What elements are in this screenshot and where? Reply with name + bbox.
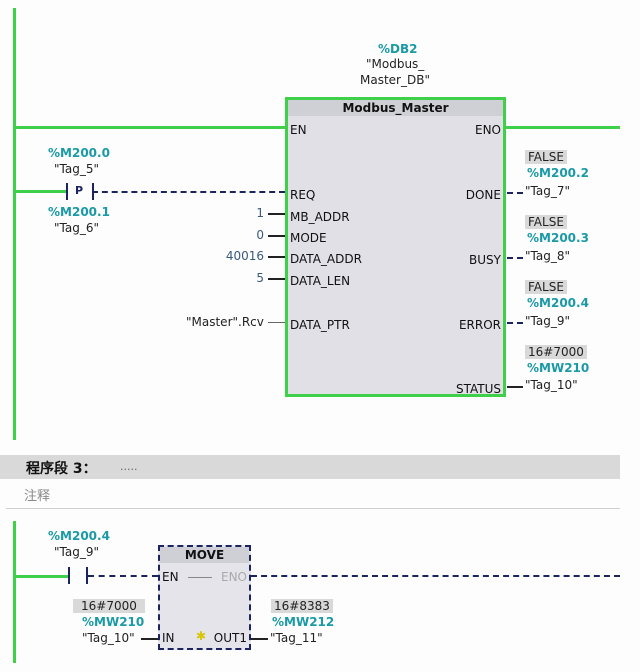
done-address: %M200.2 (527, 166, 589, 180)
move-out-wire (251, 638, 268, 640)
network3-title[interactable]: ..... (120, 460, 138, 473)
busy-address: %M200.3 (527, 231, 589, 245)
status-value: 16#7000 (525, 345, 587, 359)
pin-en: EN (290, 123, 307, 137)
pin-busy: BUSY (469, 253, 501, 267)
no-contact[interactable] (68, 567, 88, 584)
status-wire (507, 386, 523, 388)
modbus-master-block[interactable]: Modbus_Master EN REQ MB_ADDR MODE DATA_A… (285, 97, 506, 397)
eno-wire (504, 126, 620, 129)
pin-done: DONE (465, 188, 501, 202)
data-len-wire (268, 278, 285, 280)
pin-mode: MODE (290, 231, 327, 245)
status-tag[interactable]: "Tag_10" (525, 378, 578, 392)
instance-db-address: %DB2 (378, 42, 418, 56)
network3-label: 程序段 3： (26, 461, 97, 477)
done-tag[interactable]: "Tag_7" (525, 184, 570, 198)
network3-comment[interactable]: 注释 (24, 489, 51, 504)
pin-data-ptr: DATA_PTR (290, 318, 350, 332)
data-addr-wire (268, 256, 285, 258)
error-value: FALSE (525, 280, 567, 294)
p-contact[interactable]: P (66, 183, 94, 200)
n3-en-wire (88, 575, 158, 577)
move-out-value: 16#8383 (271, 599, 333, 613)
move-in-wire (141, 638, 158, 640)
en-wire (13, 126, 288, 129)
move-out-address: %MW212 (272, 615, 335, 629)
busy-value: FALSE (525, 215, 567, 229)
mb-addr-wire (268, 213, 285, 215)
done-wire (507, 192, 523, 194)
pin-status: STATUS (455, 382, 501, 396)
move-block[interactable]: MOVE EN ENO IN ✱ OUT1 (158, 545, 251, 650)
data-ptr-value[interactable]: "Master".Rcv (186, 315, 264, 329)
edge-address: %M200.1 (48, 205, 110, 219)
move-en-eno-line (188, 577, 212, 578)
data-ptr-wire (268, 322, 285, 323)
pin-data-len: DATA_LEN (290, 274, 351, 288)
power-rail-network3 (13, 521, 16, 663)
edge-tag: "Tag_6" (54, 221, 99, 235)
instance-db-name-line2: Master_DB" (360, 73, 430, 87)
move-pin-en: EN (162, 570, 179, 584)
mb-addr-value[interactable]: 1 (256, 206, 264, 220)
n3-contact-wire (13, 575, 68, 578)
move-in-value: 16#7000 (73, 599, 145, 613)
n3-contact-tag: "Tag_9" (54, 545, 99, 559)
error-wire (507, 322, 523, 324)
contact-address: %M200.0 (48, 146, 110, 160)
contact-tag: "Tag_5" (54, 162, 99, 176)
n3-contact-address: %M200.4 (48, 529, 110, 543)
n3-eno-wire (251, 575, 620, 577)
p-contact-label: P (75, 184, 84, 197)
mode-value[interactable]: 0 (256, 228, 264, 242)
pin-error: ERROR (458, 318, 501, 332)
mode-wire (268, 235, 285, 237)
req-wire (92, 191, 285, 193)
move-title: MOVE (160, 547, 249, 563)
busy-tag[interactable]: "Tag_8" (525, 249, 570, 263)
pin-req: REQ (290, 188, 316, 202)
data-len-value[interactable]: 5 (256, 271, 264, 285)
move-pin-eno: ENO (220, 570, 247, 584)
network3-header[interactable]: 程序段 3： ..... (0, 455, 620, 479)
move-in-address: %MW210 (82, 615, 145, 629)
move-pin-out1: OUT1 (213, 631, 247, 645)
sparkle-icon: ✱ (196, 629, 207, 643)
data-addr-value[interactable]: 40016 (225, 249, 264, 263)
pin-eno: ENO (474, 123, 501, 137)
error-tag[interactable]: "Tag_9" (525, 314, 570, 328)
pin-data-addr: DATA_ADDR (290, 252, 362, 266)
error-address: %M200.4 (527, 296, 589, 310)
pin-mb-addr: MB_ADDR (290, 210, 350, 224)
busy-wire (507, 257, 523, 259)
contact-wire (13, 190, 67, 193)
block-title: Modbus_Master (288, 100, 503, 116)
move-pin-in: IN (162, 631, 175, 645)
instance-db-name-line1: "Modbus_ (366, 57, 425, 71)
comment-divider (6, 508, 620, 509)
status-address: %MW210 (527, 361, 590, 375)
move-in-tag[interactable]: "Tag_10" (82, 631, 135, 645)
move-out-tag[interactable]: "Tag_11" (270, 631, 323, 645)
power-rail-network2 (13, 8, 16, 440)
done-value: FALSE (525, 150, 567, 164)
